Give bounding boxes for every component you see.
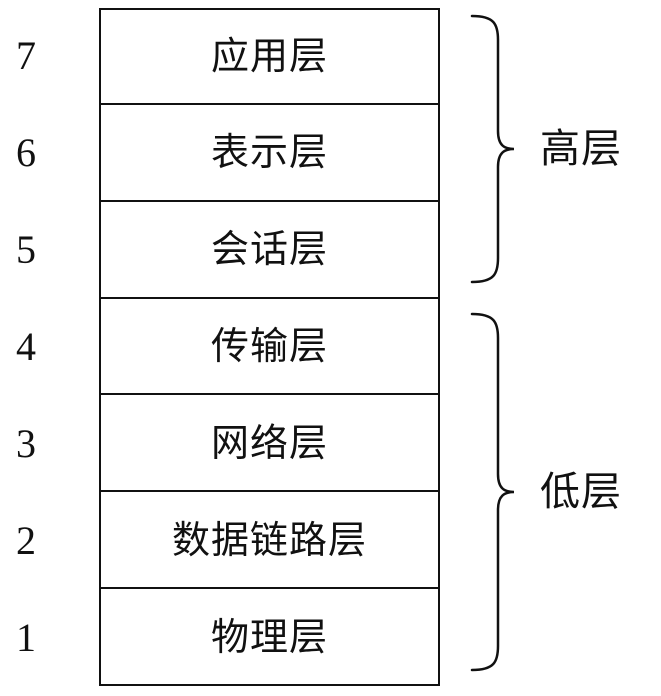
layer-box-application: 应用层 [99, 8, 440, 105]
layer-label-application: 应用层 [210, 34, 328, 79]
lower-group-brace [470, 312, 515, 672]
layer-label-transport: 传输层 [210, 323, 328, 368]
layer-number-physical: 1 [16, 614, 36, 660]
layer-number-presentation: 6 [16, 130, 36, 176]
upper-group-label: 高层 [540, 126, 622, 172]
layer-label-network: 网络层 [210, 420, 328, 465]
layer-label-session: 会话层 [210, 227, 328, 272]
layer-box-data-link: 数据链路层 [99, 490, 440, 590]
layer-label-physical: 物理层 [210, 614, 328, 659]
upper-group-brace [470, 14, 515, 284]
layer-box-physical: 物理层 [99, 587, 440, 686]
layer-box-session: 会话层 [99, 199, 440, 299]
layer-number-network: 3 [16, 420, 36, 466]
layer-number-transport: 4 [16, 324, 36, 369]
layer-number-data-link: 2 [16, 517, 36, 563]
layer-number-session: 5 [16, 227, 36, 273]
layer-number-application: 7 [16, 33, 36, 79]
layer-box-network: 网络层 [99, 393, 440, 493]
layer-label-data-link: 数据链路层 [171, 517, 367, 562]
lower-group-label: 低层 [540, 469, 622, 515]
layer-box-presentation: 表示层 [99, 102, 440, 202]
layer-box-transport: 传输层 [99, 296, 440, 396]
layer-label-presentation: 表示层 [210, 130, 328, 175]
